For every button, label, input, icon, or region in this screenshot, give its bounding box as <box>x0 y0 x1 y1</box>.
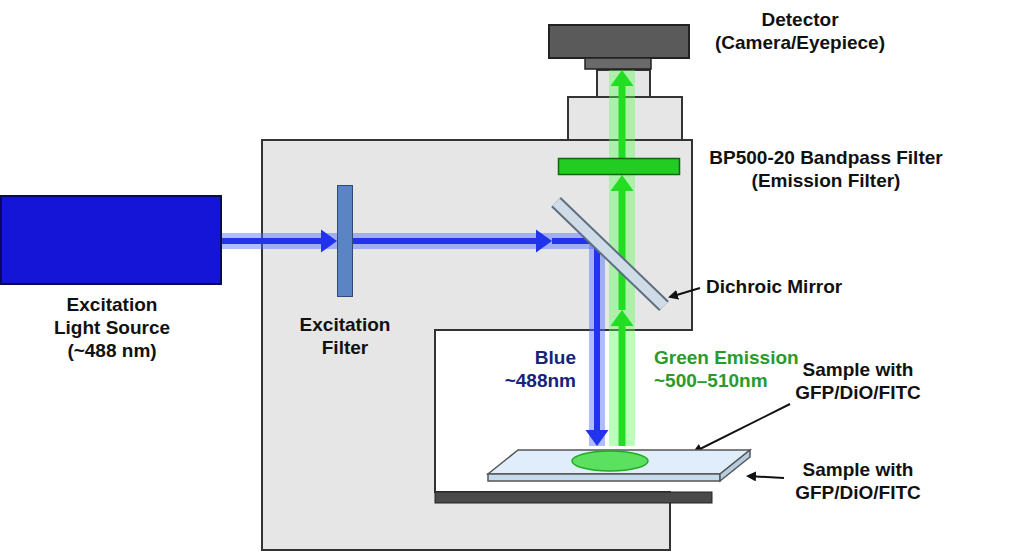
beam-core <box>353 238 536 244</box>
beam-glow <box>609 175 635 198</box>
arrow-head <box>585 430 608 446</box>
emission-filter: BP500-20 Bandpass Filter (Emission Filte… <box>558 158 680 175</box>
excitation-filter-shape <box>337 185 353 297</box>
part-label: Dichroic Mirror <box>706 275 842 298</box>
beam-core <box>619 86 626 158</box>
light-source: Excitation Light Source (~488 nm) <box>0 195 222 285</box>
arrow-head <box>610 175 633 191</box>
beam-core <box>222 238 321 244</box>
sample-slide: Sample with GFP/DiO/FITCSample with GFP/… <box>488 446 752 488</box>
beam-label: Blue ~488nm <box>488 346 576 392</box>
sample-slide-shape <box>488 446 752 488</box>
emission-beam <box>610 70 633 158</box>
dichroic-mirror-shape <box>552 198 668 310</box>
arrow-head <box>610 70 633 86</box>
emission-beam <box>610 175 633 198</box>
leader-line <box>670 288 700 297</box>
beam-core <box>594 310 600 430</box>
detector-shape <box>548 24 690 70</box>
part-label: Detector (Camera/Eyepiece) <box>700 8 900 54</box>
beam-glow <box>609 70 635 158</box>
leader-line <box>748 476 784 478</box>
emission-filter-shape <box>558 158 680 175</box>
part-label: Sample with GFP/DiO/FITC <box>768 458 948 504</box>
excitation-beam <box>222 229 337 252</box>
beam-core <box>619 191 626 198</box>
microscope-body <box>262 140 692 550</box>
part-label: Excitation Filter <box>285 313 405 359</box>
beam-glow <box>222 233 337 249</box>
microscope-stage <box>435 492 712 503</box>
beam-glow <box>589 310 605 446</box>
beam-label: Green Emission ~500–510nm <box>654 346 834 392</box>
beam-glow <box>353 233 552 249</box>
beam-glow <box>609 310 635 446</box>
part-label: Excitation Light Source (~488 nm) <box>42 293 182 362</box>
arrow-head <box>536 229 552 252</box>
leader-line <box>694 404 790 452</box>
excitation-beam <box>585 310 608 446</box>
arrow-head <box>321 229 337 252</box>
dichroic-mirror: Dichroic Mirror <box>552 198 668 310</box>
part-label: BP500-20 Bandpass Filter (Emission Filte… <box>696 146 956 192</box>
light-source-shape <box>0 195 222 285</box>
excitation-filter: Excitation Filter <box>337 185 353 297</box>
beam-core <box>619 326 626 446</box>
excitation-beam <box>353 229 552 252</box>
emission-beam <box>610 310 633 446</box>
detector: Detector (Camera/Eyepiece) <box>548 24 690 70</box>
arrow-head <box>610 310 633 326</box>
